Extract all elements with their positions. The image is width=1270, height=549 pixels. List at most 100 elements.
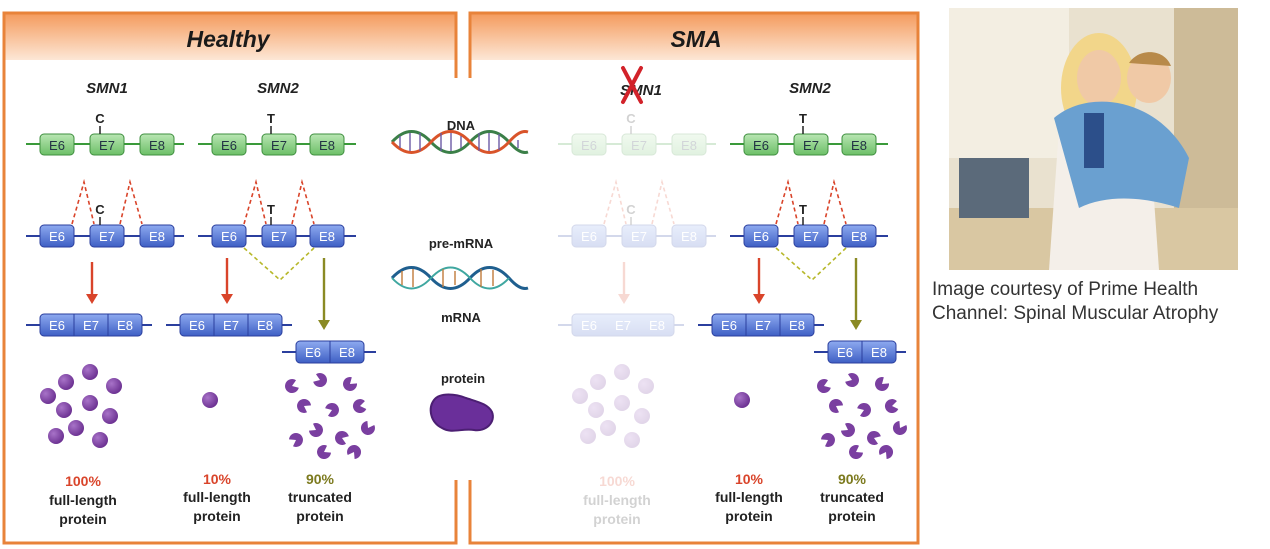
healthy-smn1-mrna: E6 E7 E8 (26, 313, 152, 337)
healthy-smn2-protein-dot (202, 392, 218, 408)
exon-label: E7 (803, 138, 819, 153)
sma-panel (468, 11, 920, 545)
exon-label: E6 (753, 229, 769, 244)
healthy-content: SMN1 SMN2 E6 E7 E8 C E6 E7 E8 T (26, 80, 376, 527)
sma-truncated-protein-shapes (817, 373, 907, 460)
truncated-protein-shape (325, 402, 339, 417)
sma-label-fulllength: full-length (583, 492, 651, 508)
healthy-label-protein-2: protein (193, 508, 240, 524)
truncated-protein-shape (817, 379, 831, 394)
center-legend: DNA pre-mRNA mRNA protein (390, 118, 529, 432)
truncated-protein-shape (845, 373, 859, 388)
sma-label-protein-2: protein (725, 508, 772, 524)
premrna-label: pre-mRNA (429, 236, 494, 251)
exon-label: E8 (681, 229, 697, 244)
exon-label: E7 (631, 138, 647, 153)
truncated-protein-shape (289, 432, 303, 447)
truncated-protein-shape (829, 398, 843, 413)
healthy-smn2-premrna: E6 E7 E8 T (198, 178, 356, 282)
truncated-protein-shape (297, 398, 311, 413)
healthy-smn1-dna: E6 E7 E8 C (26, 111, 184, 156)
healthy-smn2-fulllength-mrna: E6 E7 E8 (166, 313, 292, 337)
healthy-smn1-premrna: E6 E7 E8 C (26, 178, 184, 248)
exon-label: E7 (99, 138, 115, 153)
truncated-protein-shape (867, 430, 881, 445)
exon-label: E8 (871, 345, 887, 360)
truncated-protein-shape (309, 423, 323, 438)
healthy-label-protein: protein (59, 511, 106, 527)
exon-label: E7 (803, 229, 819, 244)
exon-label: E6 (721, 318, 737, 333)
truncated-protein-shape (879, 445, 894, 459)
protein-blob-icon (429, 393, 494, 432)
exon-label: E8 (339, 345, 355, 360)
truncated-protein-shape (841, 423, 855, 438)
truncated-protein-shape (849, 445, 863, 460)
truncated-protein-shape (347, 445, 362, 459)
photo-caption: Image courtesy of Prime Health Channel: … (932, 279, 1219, 324)
sma-pct-90: 90% (838, 471, 867, 487)
sma-smn2-protein-dot (734, 392, 750, 408)
sma-label-fulllength-2: full-length (715, 489, 783, 505)
truncated-protein-shape (335, 430, 349, 445)
sma-pct-100: 100% (599, 473, 635, 489)
healthy-label-fulllength: full-length (49, 492, 117, 508)
healthy-label-fulllength-2: full-length (183, 489, 251, 505)
sma-smn1-faded: E6 E7 E8 C E6 E7 E8 C E6 E7 E8 (558, 111, 716, 527)
sma-label-truncated: truncated (820, 489, 884, 505)
exon-label: E7 (83, 318, 99, 333)
protein-label: protein (441, 371, 485, 386)
healthy-truncated-protein-shapes (285, 373, 375, 460)
exon-label: E8 (789, 318, 805, 333)
exon-label: E8 (149, 138, 165, 153)
nucleotide-c-label: C (626, 202, 636, 217)
truncated-protein-shape (360, 421, 375, 435)
exon-label: E7 (631, 229, 647, 244)
exon-label: E7 (271, 229, 287, 244)
sma-gene-smn2-label: SMN2 (789, 80, 831, 97)
exon-label: E6 (581, 138, 597, 153)
exon-label: E6 (305, 345, 321, 360)
exon-label: E8 (257, 318, 273, 333)
exon-label: E7 (223, 318, 239, 333)
dna-label: DNA (447, 118, 476, 133)
patient-photo (949, 8, 1238, 270)
exon-label: E6 (581, 229, 597, 244)
exon-label: E6 (189, 318, 205, 333)
truncated-protein-shape (317, 445, 331, 460)
mrna-label: mRNA (441, 310, 481, 325)
exon-label: E8 (319, 229, 335, 244)
truncated-protein-shape (884, 399, 899, 414)
exon-label: E8 (649, 318, 665, 333)
exon-label: E7 (755, 318, 771, 333)
exon-label: E6 (221, 138, 237, 153)
exon-label: E6 (49, 229, 65, 244)
rna-helix-icon (390, 266, 529, 290)
healthy-label-protein-3: protein (296, 508, 343, 524)
nucleotide-t-label: T (267, 202, 275, 217)
exon-label: E6 (837, 345, 853, 360)
exon-label: E7 (615, 318, 631, 333)
sma-smn2-truncated-mrna: E6 E8 (814, 340, 906, 364)
sma-smn2-dna: E6 E7 E8 T (730, 111, 888, 156)
truncated-protein-shape (285, 379, 299, 394)
dna-helix-icon (390, 130, 529, 154)
sma-smn2-fulllength-mrna: E6 E7 E8 (698, 313, 824, 337)
healthy-gene-smn2-label: SMN2 (257, 80, 299, 97)
exon-label: E7 (271, 138, 287, 153)
healthy-fulllength-protein-dots (40, 364, 122, 448)
exon-label: E6 (49, 318, 65, 333)
sma-content: SMN1 SMN2 E6 E7 E8 C E6 E7 E8 C (558, 66, 907, 527)
truncated-protein-shape (343, 376, 358, 391)
exon-label: E8 (681, 138, 697, 153)
exon-label: E6 (221, 229, 237, 244)
truncated-protein-shape (352, 399, 367, 414)
sma-title: SMA (670, 26, 721, 52)
truncated-protein-shape (875, 376, 890, 391)
sma-label-protein-3: protein (828, 508, 875, 524)
truncated-protein-shape (821, 432, 835, 447)
exon-label: E8 (851, 138, 867, 153)
sma-label-protein: protein (593, 511, 640, 527)
healthy-arrows (86, 258, 330, 330)
